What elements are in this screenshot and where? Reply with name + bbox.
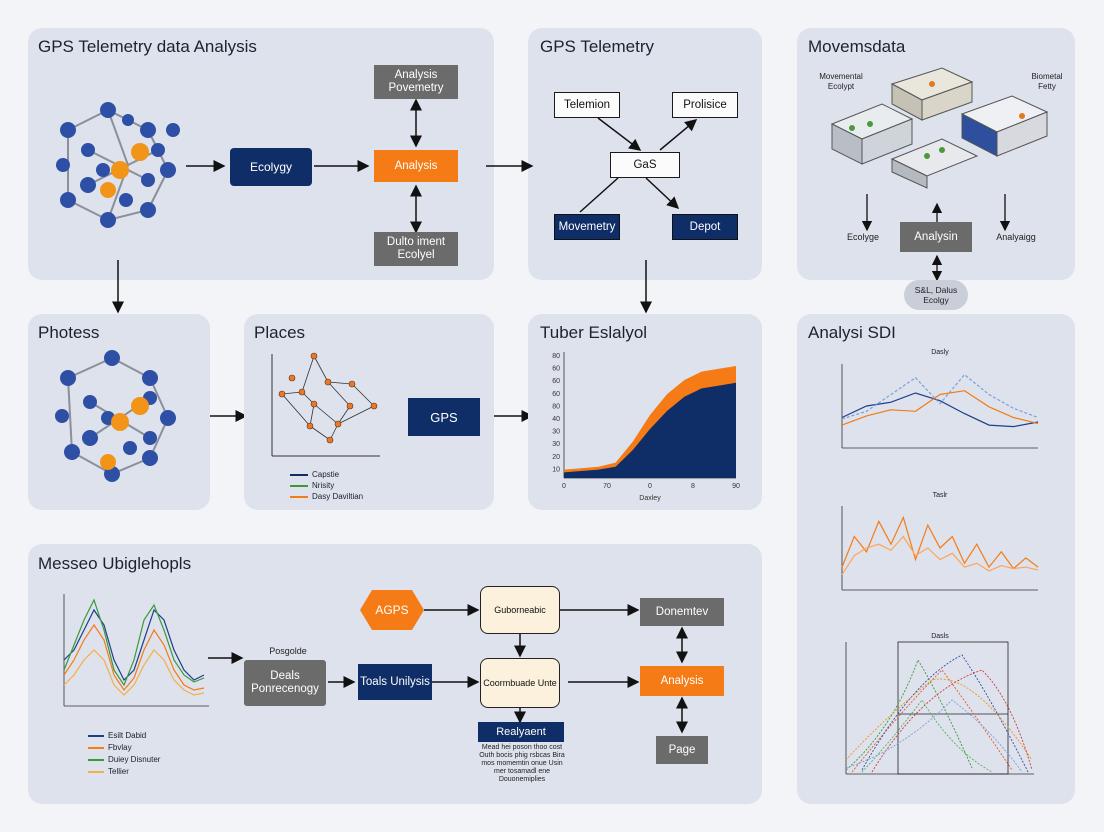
gps-node[interactable]: GaS [610,152,680,178]
y-tick-label: 30 [552,429,560,436]
analysis-poverty-node[interactable]: Analysis Povemetry [374,65,458,99]
molecule-icon [56,102,180,228]
analysis-node[interactable]: Analysin [900,222,972,252]
note-label: Posgolde [269,646,307,656]
y-tick-label: 60 [552,378,560,385]
gps-node[interactable]: GPS [408,398,480,436]
agps-hexagon[interactable] [360,590,424,630]
analysis-node[interactable]: Analysis [374,150,458,182]
telemetry-node[interactable]: Telemion [554,92,620,118]
legend-item: Duiey Disnuter [88,754,160,766]
movemetry-node[interactable]: Movemetry [554,214,620,240]
panel-title: Places [254,323,306,342]
label-ecolyge: Ecolyge [846,232,880,242]
line-chart-2 [841,506,1039,591]
series-line-0 [841,515,1039,570]
page-node[interactable]: Page [656,736,708,764]
y-tick-label: 10 [552,466,560,473]
server-blocks-icon [830,67,1049,189]
guborneabic-node[interactable]: Guborneabic [480,586,560,634]
x-axis-label: Daxley [639,495,661,502]
flow-arrows-bottom [208,604,688,734]
panel-title: Analysi SDI [808,323,896,342]
legend-item: Dasy Daviltian [290,491,363,502]
flow-arrows-top-mid [579,117,698,314]
depot-node[interactable]: Depot [672,214,738,240]
ecology-detail-node[interactable]: Dulto iment Ecolyel [374,232,458,266]
chart-title: Taslr [932,492,948,499]
legend-item: Capstie [290,469,363,480]
y-tick-label: 40 [552,416,560,423]
multi-line-chart [63,594,209,707]
x-tick-label: 0 [648,483,652,490]
y-tick-label: 60 [552,391,560,398]
legend-item: Fbvlay [88,742,160,754]
label-movemental: Movemental Ecolypt [819,72,863,91]
series-line-1 [841,535,1039,576]
x-tick-label: 8 [691,483,695,490]
agps-label: AGPS [375,602,409,617]
ecology-node[interactable]: Ecolygy [230,148,312,186]
description-text: Mead hei poson thoo cost Outh bocis phig… [479,744,565,783]
legend: Capstie Nrisity Dasy Daviltian [290,469,363,502]
series-line-2 [841,373,1039,420]
legend-item: Esilt Dabid [88,730,160,742]
chart-title: Dasly [931,349,949,356]
y-tick-label: 60 [552,366,560,373]
coormbuade-node[interactable]: Coormbuade Unte [480,658,560,708]
area-series-0 [564,382,736,478]
panel-title: Messeo Ubiglehopls [38,554,192,573]
prolisice-node[interactable]: Prolisice [672,92,738,118]
x-tick-label: 90 [732,483,740,490]
series-line-0 [841,392,1039,428]
line-chart-3 [845,641,1034,775]
panel-title: GPS Telemetry [540,37,655,56]
panel-title: Photess [38,323,100,342]
legend: Esilt Dabid Fbvlay Duiey Disnuter Tellie… [88,730,160,778]
panel-title: GPS Telemetry data Analysis [38,37,257,56]
panel-analysis-sdi [797,314,1075,804]
legend-item: Nrisity [290,480,363,491]
series-line-1 [841,390,1039,426]
donemtev-node[interactable]: Donemtev [640,598,724,626]
x-tick-label: 0 [562,483,566,490]
label-biometal: Biometal Fetty [1031,72,1063,91]
ecology-bubble[interactable]: S&L, Dalus Ecolgy [904,280,968,310]
y-tick-label: 80 [552,403,560,410]
x-tick-label: 70 [603,483,611,490]
chart-title: Tuber Eslalyol [540,323,648,342]
molecule-icon [55,350,176,482]
realyent-node[interactable]: Realyaent [478,722,564,742]
y-tick-label: 80 [552,353,560,360]
label-analyaigg: Analyaigg [996,232,1036,242]
line-chart-1 [841,364,1039,449]
y-tick-label: 30 [552,441,560,448]
analysis-node[interactable]: Analysis [640,666,724,696]
network-graph [271,352,380,457]
deals-node[interactable]: Deals Ponrecenogy [244,660,326,706]
chart-title: Dasls [931,633,949,640]
y-tick-label: 20 [552,454,560,461]
flow-arrows-top-left [186,98,422,234]
tools-node[interactable]: Toals Unilysis [358,664,432,700]
legend-item: Tellier [88,766,160,778]
panel-title: Movemsdata [808,37,906,56]
